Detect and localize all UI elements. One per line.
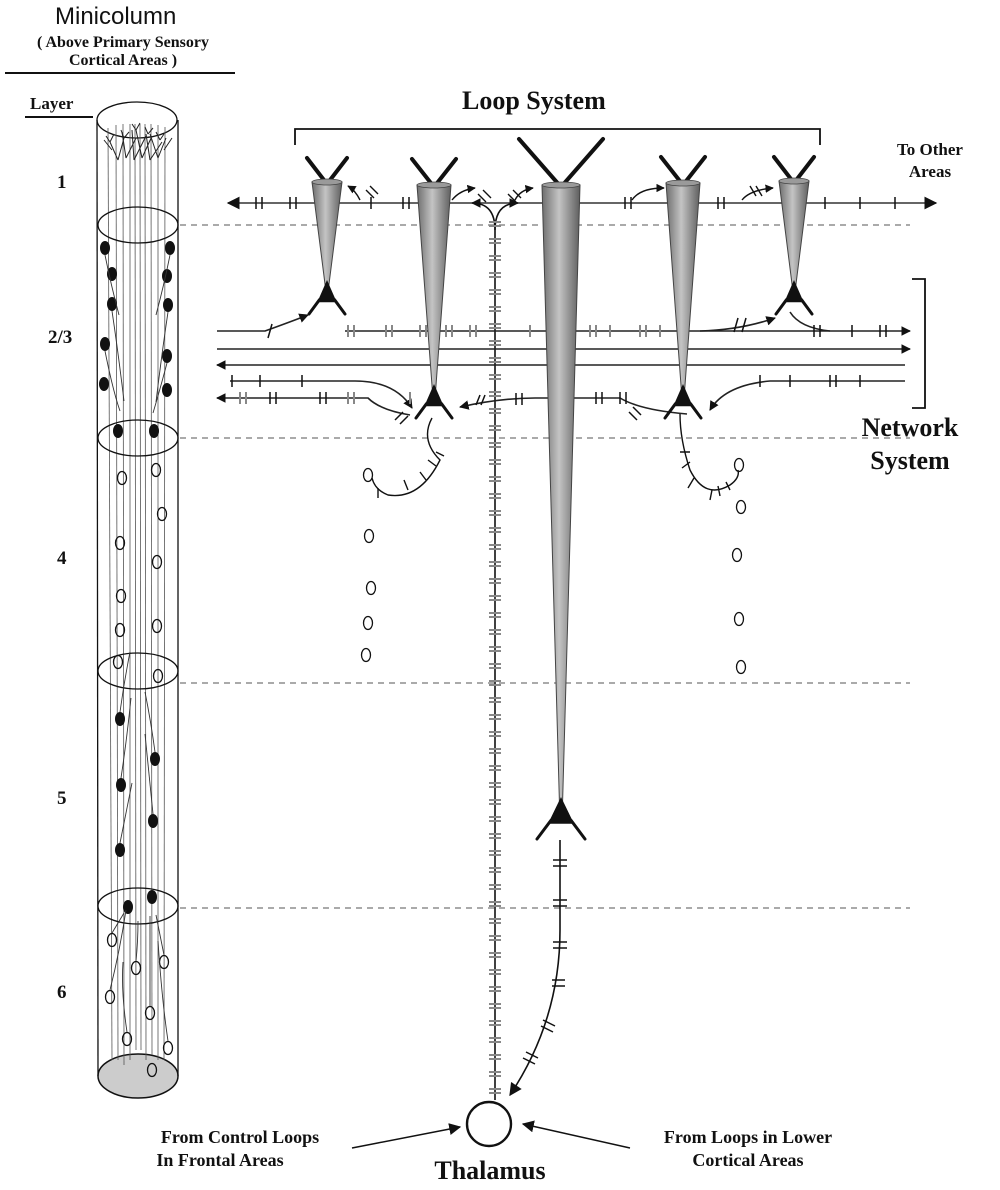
network-ticks-gray [239, 325, 661, 404]
layer1-axon [226, 196, 938, 210]
network-system-line2: System [870, 446, 950, 475]
layer-label-1: 1 [57, 172, 67, 193]
loop-system-bracket [294, 128, 821, 145]
apical-dendrite [311, 181, 343, 289]
pyramidal-neuron-2 [410, 157, 458, 420]
input-right-line1: From Loops in Lower [663, 1127, 833, 1147]
pyramidal-neuron-3 [517, 137, 605, 841]
soma [424, 384, 444, 407]
basal-dendrites [774, 298, 814, 316]
minicolumn-cylinder [96, 101, 179, 1099]
layer1-collaterals [347, 183, 774, 203]
apical-dendrite [665, 182, 701, 393]
layer-label-4: 4 [57, 548, 67, 569]
network-lines [216, 311, 911, 416]
network-system-line1: Network [861, 413, 959, 442]
pyramidal-neuron-1 [305, 156, 349, 316]
basal-dendrites [307, 298, 347, 316]
input-arrows [351, 1120, 631, 1149]
thalamus-circle [465, 1100, 513, 1148]
layer-label-2-3: 2/3 [48, 327, 73, 348]
soma [784, 280, 804, 303]
thalamus-label: Thalamus [434, 1156, 546, 1185]
input-left-line2: In Frontal Areas [156, 1150, 284, 1170]
layer-label-6: 6 [57, 982, 67, 1003]
input-right-line2: Cortical Areas [692, 1150, 804, 1170]
minicolumn-title: Minicolumn [55, 3, 177, 30]
basal-dendrites [414, 402, 454, 420]
minicolumn-subtitle-line2: Cortical Areas ) [68, 52, 178, 69]
layer-label-5: 5 [57, 788, 67, 809]
loop-system-title: Loop System [462, 86, 606, 115]
layer5-neurons [115, 712, 160, 914]
soma [673, 384, 693, 407]
layer6-neurons [104, 932, 174, 1078]
layer-header: Layer [30, 94, 74, 113]
apical-dendrite [541, 184, 581, 806]
apical-dendrite [778, 180, 810, 289]
layer4-neurons [112, 462, 168, 684]
network-system-bracket [912, 278, 926, 409]
basal-dendrites [535, 818, 587, 841]
to-other-areas-line1: To Other [897, 140, 963, 159]
pyramidal-neuron-4 [659, 155, 707, 420]
soma [548, 797, 574, 824]
layer5-projection [509, 840, 567, 1097]
dendrite-tuft [517, 137, 605, 189]
minicolumn-subtitle-line1: ( Above Primary Sensory [37, 34, 209, 51]
to-other-areas-line2: Areas [908, 162, 952, 181]
input-left-line1: From Control Loops [160, 1127, 320, 1147]
pyramidal-neuron-5 [772, 155, 816, 316]
pyramidal-neurons [305, 137, 816, 841]
network-ticks [231, 317, 887, 425]
layer4-collaterals [371, 413, 740, 501]
layer-boundaries [180, 224, 910, 909]
apical-dendrite [416, 184, 452, 393]
basal-dendrites [663, 402, 703, 420]
layer4-cells [360, 457, 747, 675]
thalamic-axon [471, 198, 519, 1100]
soma [317, 280, 337, 303]
